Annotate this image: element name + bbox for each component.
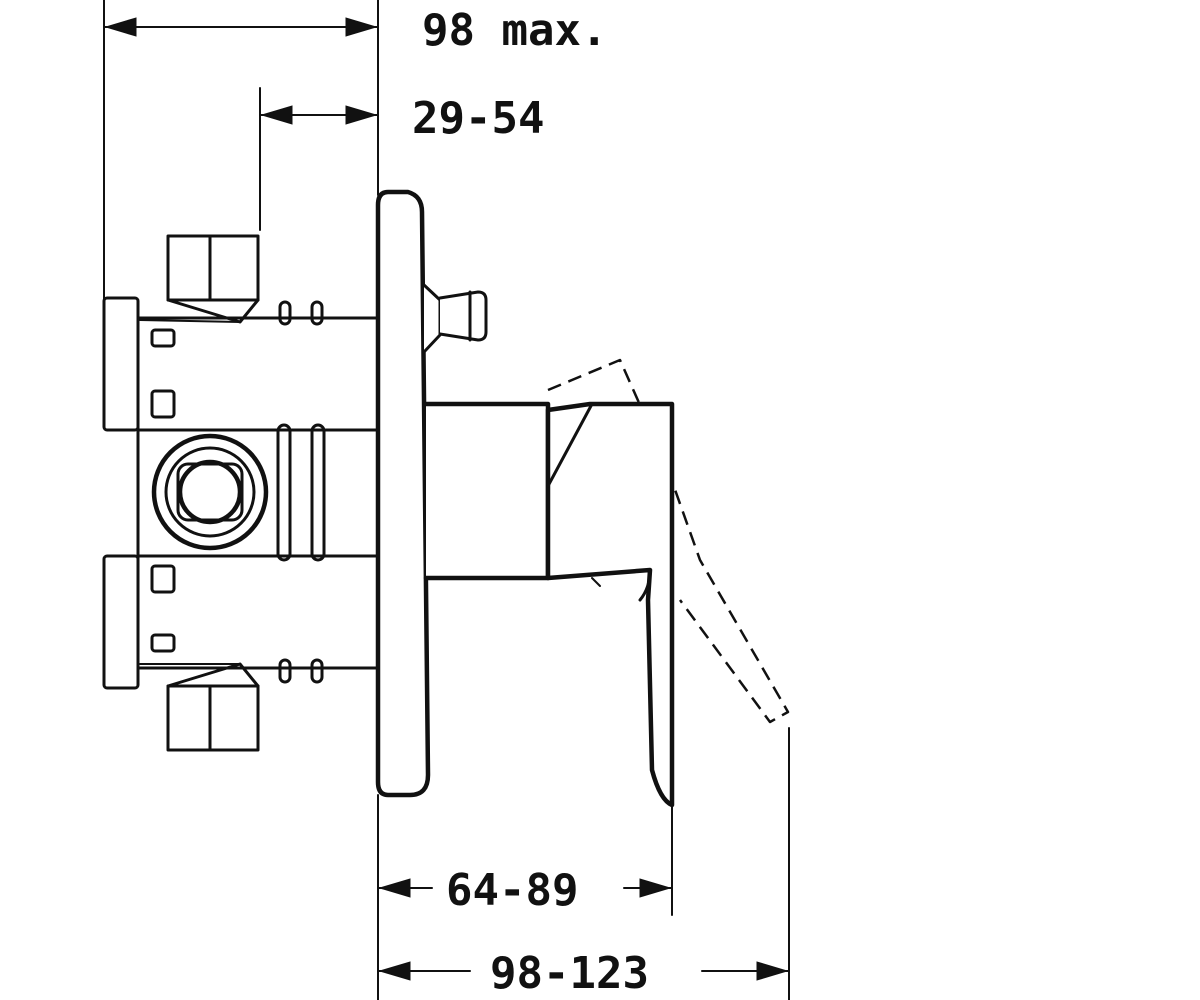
seal-icon — [310, 658, 324, 684]
wall-adjust-label: 29-54 — [412, 93, 544, 144]
arrow-left — [378, 961, 411, 981]
concealed-valve-body — [102, 234, 380, 752]
outlet-port-icon — [151, 433, 269, 551]
total-reach-label: 98-123 — [490, 948, 649, 999]
slot-icon — [276, 423, 292, 562]
seal-icon — [278, 300, 292, 326]
seal-icon — [278, 658, 292, 684]
lever-handle — [545, 401, 675, 808]
bolt-icon — [150, 633, 176, 653]
slot-icon — [310, 423, 326, 562]
overall-depth-label: 98 max. — [422, 5, 607, 56]
dimension-wall-adjust: 29-54 — [259, 87, 544, 231]
lever-reach-label: 64-89 — [446, 865, 578, 916]
seal-icon — [310, 300, 324, 326]
arrow-right — [639, 878, 672, 898]
dimension-lever-reach: 64-89 — [377, 794, 673, 1000]
arrow-right — [345, 105, 378, 125]
bolt-icon — [150, 328, 176, 348]
arrow-left — [104, 17, 137, 37]
lower-hex-nut-icon — [139, 662, 260, 752]
arrow-right — [756, 961, 789, 981]
cover-plate — [375, 189, 431, 798]
upper-hex-nut-icon — [139, 234, 260, 324]
bolt-icon — [150, 564, 176, 594]
arrow-left — [378, 878, 411, 898]
dimension-total-reach: 98-123 — [377, 727, 790, 1000]
mixer-body — [423, 401, 551, 581]
diverter-knob-icon — [422, 283, 488, 354]
arrow-left — [260, 105, 293, 125]
dimension-overall-depth: 98 max. — [103, 0, 607, 301]
lever-alt-position — [546, 358, 790, 724]
bolt-icon — [150, 389, 176, 419]
arrow-right — [345, 17, 378, 37]
